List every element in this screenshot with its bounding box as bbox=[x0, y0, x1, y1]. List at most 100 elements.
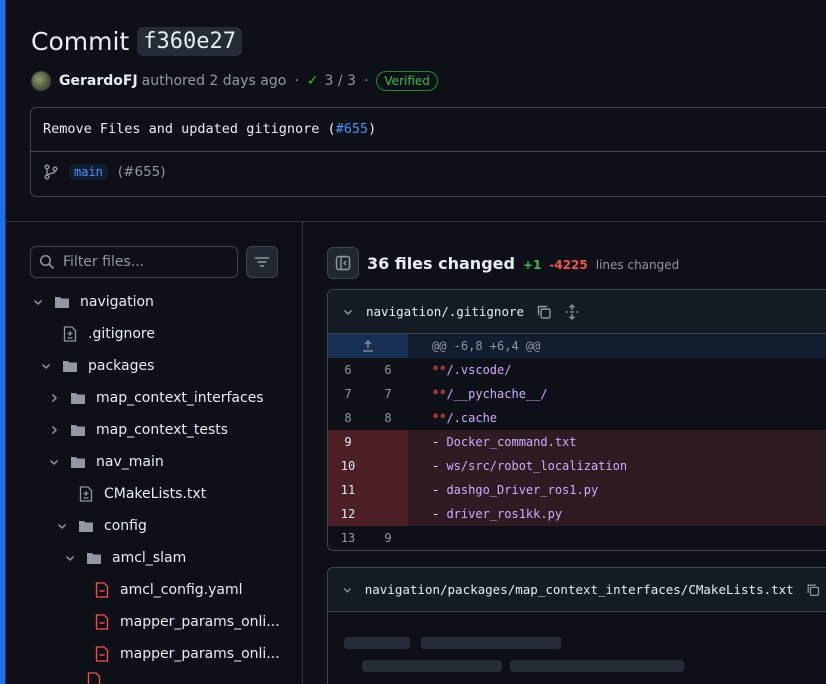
check-icon[interactable]: ✓ bbox=[307, 73, 319, 89]
code-text: /.vscode/ bbox=[446, 363, 511, 377]
new-line-number[interactable]: 9 bbox=[368, 526, 408, 550]
git-branch-icon bbox=[43, 164, 59, 180]
deletions-count: -4225 bbox=[549, 258, 587, 272]
new-line-number[interactable] bbox=[368, 454, 408, 478]
tree-item-gitignore[interactable]: .gitignore bbox=[62, 318, 155, 350]
toggle-file-tree-button[interactable] bbox=[327, 247, 359, 279]
old-line-number[interactable]: 6 bbox=[328, 358, 368, 382]
tree-item-packages[interactable]: packages bbox=[38, 350, 154, 382]
hunk-header: @@ -6,8 +6,4 @@ bbox=[328, 334, 826, 358]
chevron-down-icon[interactable] bbox=[342, 584, 353, 596]
diff-row-deleted: 11 - dashgo_Driver_ros1.py bbox=[328, 478, 826, 502]
old-line-number[interactable]: 7 bbox=[328, 382, 368, 406]
diff-row-deleted: 10 - ws/src/robot_localization bbox=[328, 454, 826, 478]
additions-count: +1 bbox=[523, 258, 541, 272]
tree-item-mapper-params-2[interactable]: mapper_params_onli... bbox=[94, 638, 280, 670]
code-text: driver_ros1kk.py bbox=[446, 507, 562, 521]
author-link[interactable]: GerardoFJ bbox=[59, 73, 138, 89]
old-line-number[interactable]: 13 bbox=[328, 526, 368, 550]
folder-icon bbox=[70, 422, 86, 438]
chevron-right-icon[interactable] bbox=[46, 390, 62, 406]
old-line-number[interactable]: 9 bbox=[328, 430, 368, 454]
expand-up-button[interactable] bbox=[328, 334, 408, 358]
tree-item-nav-main[interactable]: nav_main bbox=[46, 446, 164, 478]
code-text: /__pychache__/ bbox=[446, 387, 547, 401]
commit-sha[interactable]: f360e27 bbox=[137, 27, 242, 56]
diff-row-deleted: 9 - Docker_command.txt bbox=[328, 430, 826, 454]
file-removed-icon bbox=[94, 582, 110, 598]
diff-row: 6 6 **/.vscode/ bbox=[328, 358, 826, 382]
tree-item-label: mapper_params_onli... bbox=[120, 614, 280, 630]
authored-time: authored 2 days ago bbox=[142, 73, 287, 89]
code-text: dashgo_Driver_ros1.py bbox=[446, 483, 598, 497]
minus-marker: - bbox=[432, 435, 446, 449]
copy-icon[interactable] bbox=[806, 582, 820, 598]
chevron-down-icon[interactable] bbox=[342, 306, 354, 318]
tree-item-label: packages bbox=[88, 358, 154, 374]
old-line-number[interactable]: 8 bbox=[328, 406, 368, 430]
branch-pr: (#655) bbox=[118, 164, 166, 180]
chevron-down-icon[interactable] bbox=[46, 454, 62, 470]
filter-options-button[interactable] bbox=[246, 246, 278, 278]
tree-item-map-context-interfaces[interactable]: map_context_interfaces bbox=[46, 382, 264, 414]
tree-item-config[interactable]: config bbox=[54, 510, 147, 542]
code-text: ws/src/robot_localization bbox=[446, 459, 627, 473]
file-name[interactable]: navigation/.gitignore bbox=[366, 304, 524, 319]
chevron-down-icon[interactable] bbox=[30, 294, 46, 310]
minus-marker: - bbox=[432, 459, 446, 473]
tree-item-label: map_context_interfaces bbox=[96, 390, 264, 406]
code-line: - driver_ros1kk.py bbox=[408, 502, 562, 526]
tree-item-partial[interactable] bbox=[86, 672, 112, 684]
old-line-number[interactable]: 10 bbox=[328, 454, 368, 478]
diff-row: 13 9 bbox=[328, 526, 826, 550]
loading-skeleton bbox=[510, 660, 684, 672]
new-line-number[interactable] bbox=[368, 502, 408, 526]
tree-item-map-context-tests[interactable]: map_context_tests bbox=[46, 414, 228, 446]
expand-all-icon[interactable] bbox=[564, 304, 580, 320]
files-changed-count: 36 files changed bbox=[367, 254, 515, 273]
verified-badge[interactable]: Verified bbox=[376, 71, 438, 91]
tree-item-mapper-params-1[interactable]: mapper_params_onli... bbox=[94, 606, 280, 638]
copy-icon[interactable] bbox=[536, 304, 552, 320]
commit-meta: GerardoFJ authored 2 days ago · ✓ 3 / 3 … bbox=[31, 69, 438, 93]
hunk-text: @@ -6,8 +6,4 @@ bbox=[408, 334, 540, 358]
new-line-number[interactable]: 7 bbox=[368, 382, 408, 406]
old-line-number[interactable]: 12 bbox=[328, 502, 368, 526]
left-divider bbox=[5, 0, 6, 684]
file-removed-icon bbox=[86, 672, 102, 684]
file-header: navigation/packages/map_context_interfac… bbox=[328, 568, 826, 612]
lines-changed-label: lines changed bbox=[596, 258, 680, 272]
chevron-down-icon[interactable] bbox=[38, 358, 54, 374]
folder-open-icon bbox=[62, 358, 78, 374]
tree-item-label: CMakeLists.txt bbox=[104, 486, 206, 502]
tree-item-label: .gitignore bbox=[88, 326, 155, 342]
filter-files-input[interactable]: Filter files... bbox=[30, 246, 238, 278]
avatar[interactable] bbox=[31, 71, 51, 91]
chevron-right-icon[interactable] bbox=[46, 422, 62, 438]
new-line-number[interactable] bbox=[368, 430, 408, 454]
tree-item-amcl-slam[interactable]: amcl_slam bbox=[62, 542, 186, 574]
pr-link[interactable]: #655 bbox=[336, 121, 369, 137]
file-diff-gitignore: navigation/.gitignore @@ -6,8 +6,4 @@ 6 … bbox=[327, 289, 826, 551]
new-line-number[interactable]: 6 bbox=[368, 358, 408, 382]
tree-item-cmakelists[interactable]: CMakeLists.txt bbox=[78, 478, 206, 510]
new-line-number[interactable]: 8 bbox=[368, 406, 408, 430]
file-removed-icon bbox=[94, 646, 110, 662]
tree-item-navigation[interactable]: navigation bbox=[30, 286, 154, 318]
file-name[interactable]: navigation/packages/map_context_interfac… bbox=[365, 582, 794, 597]
tree-item-amcl-config[interactable]: amcl_config.yaml bbox=[94, 574, 243, 606]
chevron-down-icon[interactable] bbox=[62, 550, 78, 566]
diff-row: 7 7 **/__pychache__/ bbox=[328, 382, 826, 406]
branch-label[interactable]: main bbox=[69, 164, 108, 180]
code-text: Docker_command.txt bbox=[446, 435, 576, 449]
old-line-number[interactable]: 11 bbox=[328, 478, 368, 502]
chevron-down-icon[interactable] bbox=[54, 518, 70, 534]
code-line: **/.vscode/ bbox=[408, 358, 511, 382]
sidebar-collapse-icon bbox=[335, 255, 351, 271]
code-glob: ** bbox=[432, 387, 446, 401]
folder-open-icon bbox=[86, 550, 102, 566]
commit-message-close: ) bbox=[368, 121, 376, 137]
new-line-number[interactable] bbox=[368, 478, 408, 502]
diff-summary: 36 files changed +1 -4225 lines changed bbox=[367, 254, 679, 273]
checks-count[interactable]: 3 / 3 bbox=[325, 73, 356, 89]
